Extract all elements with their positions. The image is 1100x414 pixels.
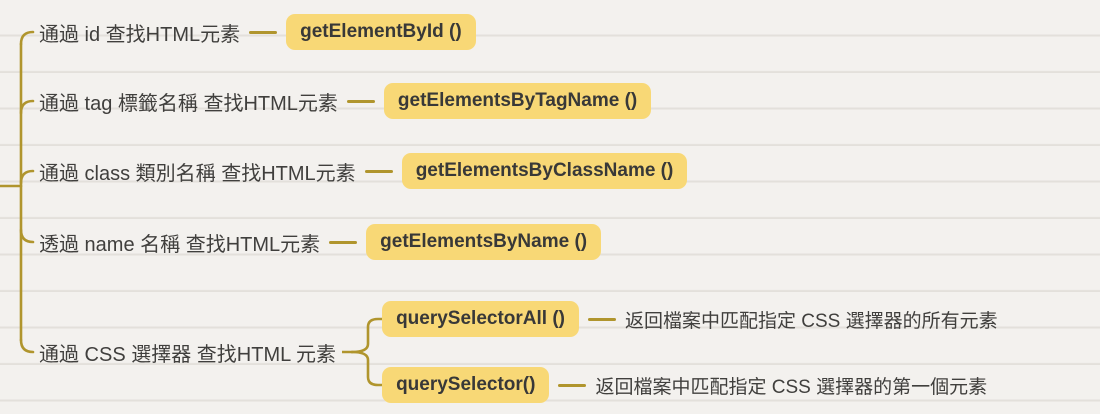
sub-branch-queryselector: querySelector() 返回檔案中匹配指定 CSS 選擇器的第一個元素 [382, 367, 998, 403]
method-description: 返回檔案中匹配指定 CSS 選擇器的第一個元素 [595, 376, 988, 398]
branch-id: 通過 id 查找HTML元素 getElementById () [33, 14, 476, 50]
connector-dash [588, 317, 616, 321]
sub-branch-queryselectorall: querySelectorAll () 返回檔案中匹配指定 CSS 選擇器的所有… [382, 301, 998, 337]
css-selector-children: querySelectorAll () 返回檔案中匹配指定 CSS 選擇器的所有… [382, 301, 998, 403]
branch-elbow-css [19, 338, 35, 354]
branch-tag: 通過 tag 標籤名稱 查找HTML元素 getElementsByTagNam… [33, 83, 652, 119]
branch-elbow-class [19, 169, 35, 185]
method-node-getelementsbytagname: getElementsByTagName () [383, 83, 652, 119]
branch-elbow-tag [19, 99, 35, 115]
connector-dash [346, 99, 375, 103]
connector-dash [364, 169, 393, 173]
connector-dash [558, 383, 587, 387]
method-node-getelementbyid: getElementById () [286, 14, 476, 50]
fork-upper-line [350, 317, 383, 354]
branch-label: 通過 tag 標籤名稱 查找HTML元素 [39, 92, 338, 115]
connector-dash [249, 30, 278, 34]
branch-label: 透過 name 名稱 查找HTML元素 [39, 233, 321, 256]
branch-elbow-name [19, 228, 35, 244]
method-description: 返回檔案中匹配指定 CSS 選擇器的所有元素 [625, 310, 998, 332]
method-node-getelementsbyclassname: getElementsByClassName () [401, 153, 688, 189]
branch-label: 通過 class 類別名稱 查找HTML元素 [39, 162, 356, 185]
branch-label: 通過 id 查找HTML元素 [39, 23, 241, 46]
branch-elbow-id [19, 30, 35, 46]
branch-css-selector: 通過 CSS 選擇器 查找HTML 元素 querySelectorAll ()… [33, 290, 998, 414]
fork-lower-line [350, 350, 383, 387]
branch-name: 透過 name 名稱 查找HTML元素 getElementsByName () [33, 224, 602, 260]
fork-connector [342, 317, 383, 387]
method-node-getelementsbyname: getElementsByName () [366, 224, 602, 260]
method-node-queryselectorall: querySelectorAll () [382, 301, 579, 337]
connector-dash [329, 240, 358, 244]
method-node-queryselector: querySelector() [382, 367, 550, 403]
branch-class: 通過 class 類別名稱 查找HTML元素 getElementsByClas… [33, 153, 688, 189]
branch-label: 通過 CSS 選擇器 查找HTML 元素 [39, 343, 337, 366]
